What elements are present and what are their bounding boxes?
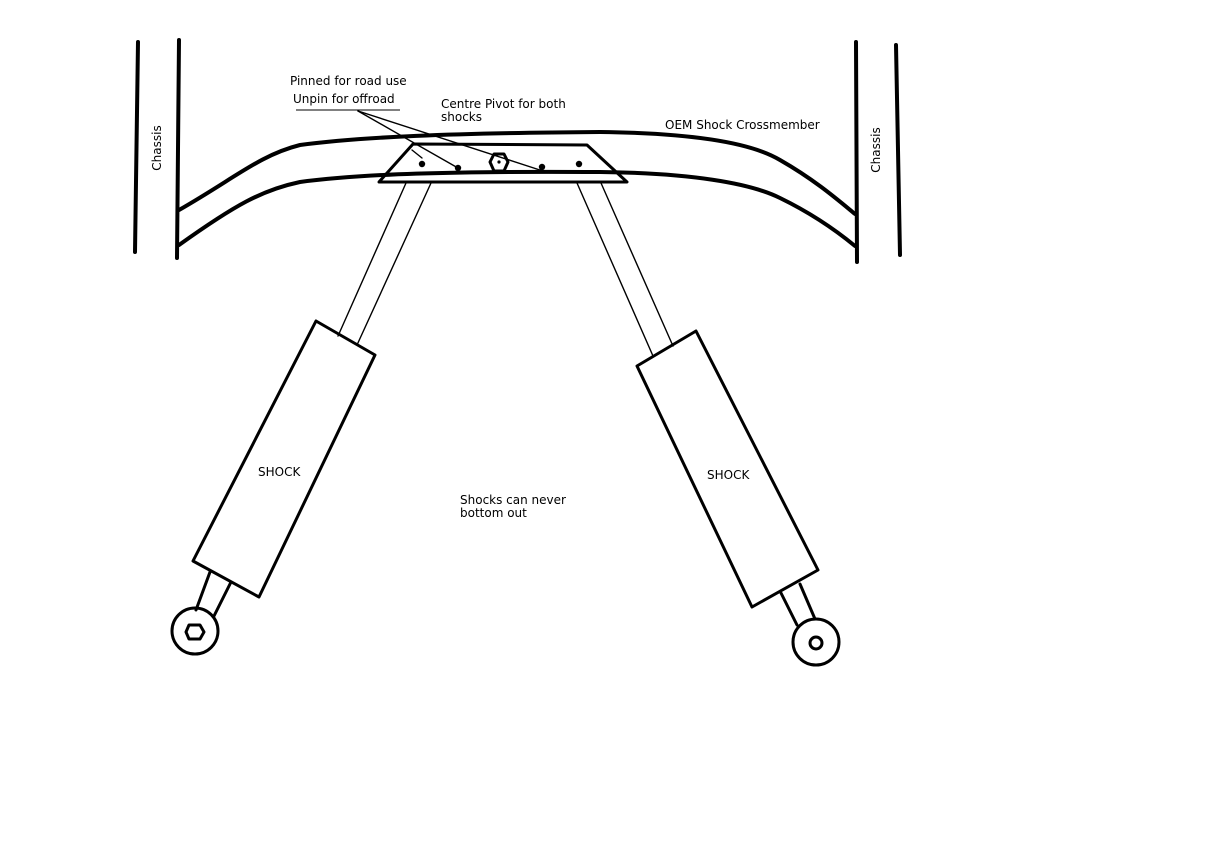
pinned-label: Pinned for road use <box>290 74 407 88</box>
shock-shaft-left <box>337 182 432 346</box>
note-line2: bottom out <box>460 506 527 520</box>
pin-hole-outer-right <box>575 160 583 168</box>
chassis-rail-left <box>133 38 181 260</box>
shock-body-left <box>191 319 377 599</box>
pin-hole-outer-left <box>418 160 426 168</box>
pivot-bracket <box>377 142 629 184</box>
centre-pivot-nut <box>488 152 510 173</box>
pivot-label-line2: shocks <box>441 110 482 124</box>
shock-eye-right <box>791 617 841 667</box>
shock-eye-left <box>170 606 220 656</box>
crossmember-label: OEM Shock Crossmember <box>665 118 820 132</box>
pin-hole-inner-right <box>538 163 546 171</box>
shock-rod-right <box>779 582 817 627</box>
crossmember <box>177 130 857 248</box>
chassis-left-label: Chassis <box>150 125 164 170</box>
chassis-rail-right <box>854 40 902 264</box>
shock-left-label: SHOCK <box>258 465 301 479</box>
shock-shaft-right <box>576 182 674 357</box>
unpin-label: Unpin for offroad <box>293 92 395 106</box>
pin-leader-lines <box>296 109 547 173</box>
shock-body-right <box>635 329 820 609</box>
note-line1: Shocks can never <box>460 493 566 507</box>
chassis-right-label: Chassis <box>869 127 883 172</box>
shock-rod-left <box>194 570 233 618</box>
shock-right-label: SHOCK <box>707 468 750 482</box>
pivot-label-line1: Centre Pivot for both <box>441 97 566 111</box>
